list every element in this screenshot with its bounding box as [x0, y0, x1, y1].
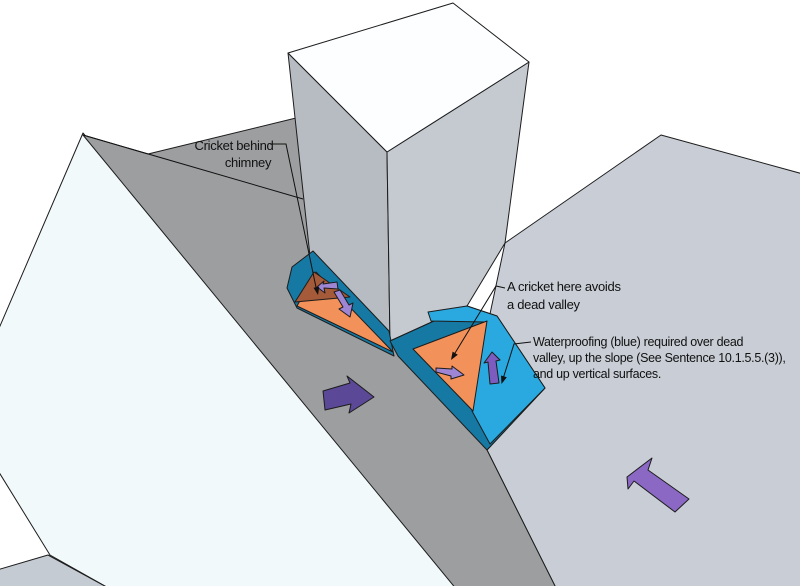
leader-line-cricket-avoids	[451, 285, 506, 359]
annotation-cricket-avoids-line2: a dead valley	[507, 297, 581, 312]
flow-arrow-left-cricket-front	[333, 289, 354, 318]
gable-ridge-line	[82, 134, 304, 200]
annotation-waterproofing-line2: valley, up the slope (See Sentence 10.1.…	[533, 351, 786, 365]
roof-plane-left-pale	[0, 132, 460, 586]
annotation-cricket-behind-line2: chimney	[225, 155, 272, 170]
right-cricket-face	[412, 320, 488, 412]
annotation-cricket-avoids-line1: A cricket here avoids	[507, 279, 621, 294]
leader-arrowhead-waterproofing	[501, 375, 507, 384]
leader-line-cricket-behind	[270, 143, 318, 293]
flow-arrow-left-cricket-back	[316, 280, 339, 294]
leader-line-waterproofing	[501, 341, 532, 383]
leader-arrowhead-cricket-behind	[313, 286, 320, 295]
flow-arrow-right-cricket	[435, 365, 465, 380]
dead-valley-waterproofing-blue	[427, 305, 546, 445]
annotation-waterproofing-line1: Waterproofing (blue) required over dead	[533, 335, 744, 349]
annotation-cricket-behind-line1: Cricket behind	[195, 138, 274, 153]
leader-arrowhead-cricket-avoids	[451, 351, 458, 360]
flow-arrow-up-slope	[483, 351, 501, 385]
lower-gable-roof	[0, 554, 106, 586]
flow-arrow-right-roof	[626, 457, 690, 513]
chimney-top-face	[287, 2, 530, 153]
flow-arrow-dark-roof	[322, 375, 375, 414]
annotation-waterproofing-line3: and up vertical surfaces.	[533, 367, 661, 381]
